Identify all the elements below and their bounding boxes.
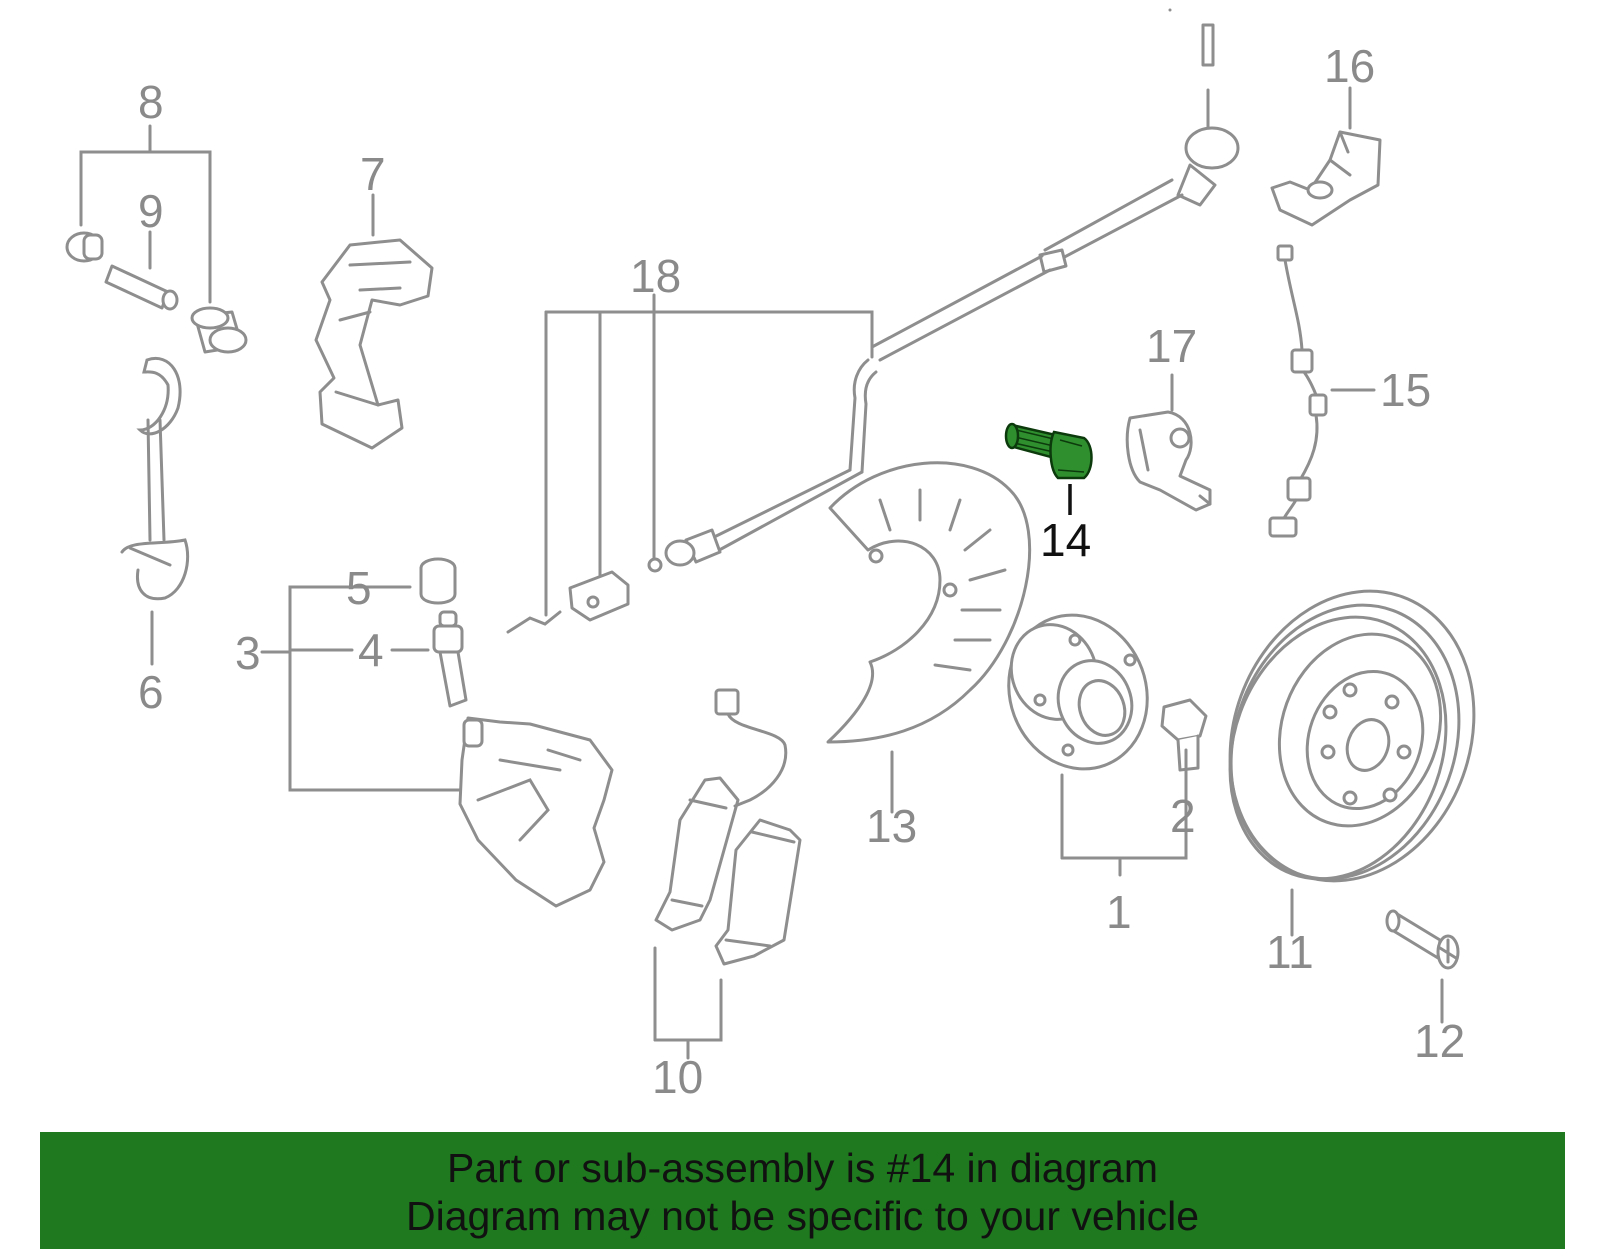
- brake-pad-inner[interactable]: [654, 776, 740, 932]
- splash-shield[interactable]: [826, 461, 1032, 744]
- label-8: 8: [138, 76, 164, 128]
- highlighted-bolt[interactable]: [1004, 422, 1093, 480]
- label-16: 16: [1324, 40, 1375, 92]
- brake-hose[interactable]: [664, 8, 1240, 567]
- banner-line-1: Part or sub-assembly is #14 in diagram: [447, 1145, 1158, 1191]
- label-6: 6: [138, 666, 164, 718]
- sensor-bracket[interactable]: [1270, 130, 1382, 227]
- anti-rattle-spring[interactable]: [120, 357, 190, 601]
- caliper-carrier[interactable]: [314, 238, 434, 450]
- guide-pin-bushing[interactable]: [190, 306, 248, 354]
- brake-rotor[interactable]: [1190, 557, 1513, 916]
- info-banner: Part or sub-assembly is #14 in diagram D…: [40, 1132, 1565, 1249]
- parts-diagram: 1 2 3 4 5 6 7 8 9 10 11 12 13 14 15 16 1…: [65, 8, 1513, 1103]
- label-13: 13: [866, 800, 917, 852]
- label-5: 5: [346, 562, 372, 614]
- hub-bolt[interactable]: [1160, 698, 1208, 772]
- wheel-speed-sensor[interactable]: [1125, 410, 1212, 512]
- pad-wear-sensor[interactable]: [714, 688, 788, 808]
- sensor-wire[interactable]: [1268, 244, 1328, 538]
- rotor-screw[interactable]: [1385, 909, 1460, 970]
- label-18: 18: [630, 250, 681, 302]
- label-12: 12: [1414, 1015, 1465, 1067]
- label-11: 11: [1266, 926, 1314, 978]
- brake-pad-outer[interactable]: [714, 818, 802, 966]
- hose-bracket-clip[interactable]: [568, 557, 663, 622]
- label-2: 2: [1170, 790, 1196, 842]
- label-15: 15: [1380, 364, 1431, 416]
- label-1: 1: [1106, 886, 1132, 938]
- label-4: 4: [358, 624, 384, 676]
- label-9: 9: [138, 185, 164, 237]
- label-3: 3: [235, 627, 261, 679]
- wheel-hub[interactable]: [987, 595, 1168, 788]
- bleeder-cap[interactable]: [419, 557, 457, 605]
- label-14: 14: [1040, 514, 1091, 566]
- bleeder-screw[interactable]: [432, 610, 468, 708]
- label-17: 17: [1146, 320, 1197, 372]
- label-7: 7: [360, 148, 386, 200]
- brake-caliper[interactable]: [458, 716, 614, 908]
- guide-pin[interactable]: [104, 264, 179, 311]
- label-10: 10: [652, 1051, 703, 1103]
- banner-line-2: Diagram may not be specific to your vehi…: [405, 1193, 1199, 1239]
- guide-pin-cap[interactable]: [65, 231, 104, 263]
